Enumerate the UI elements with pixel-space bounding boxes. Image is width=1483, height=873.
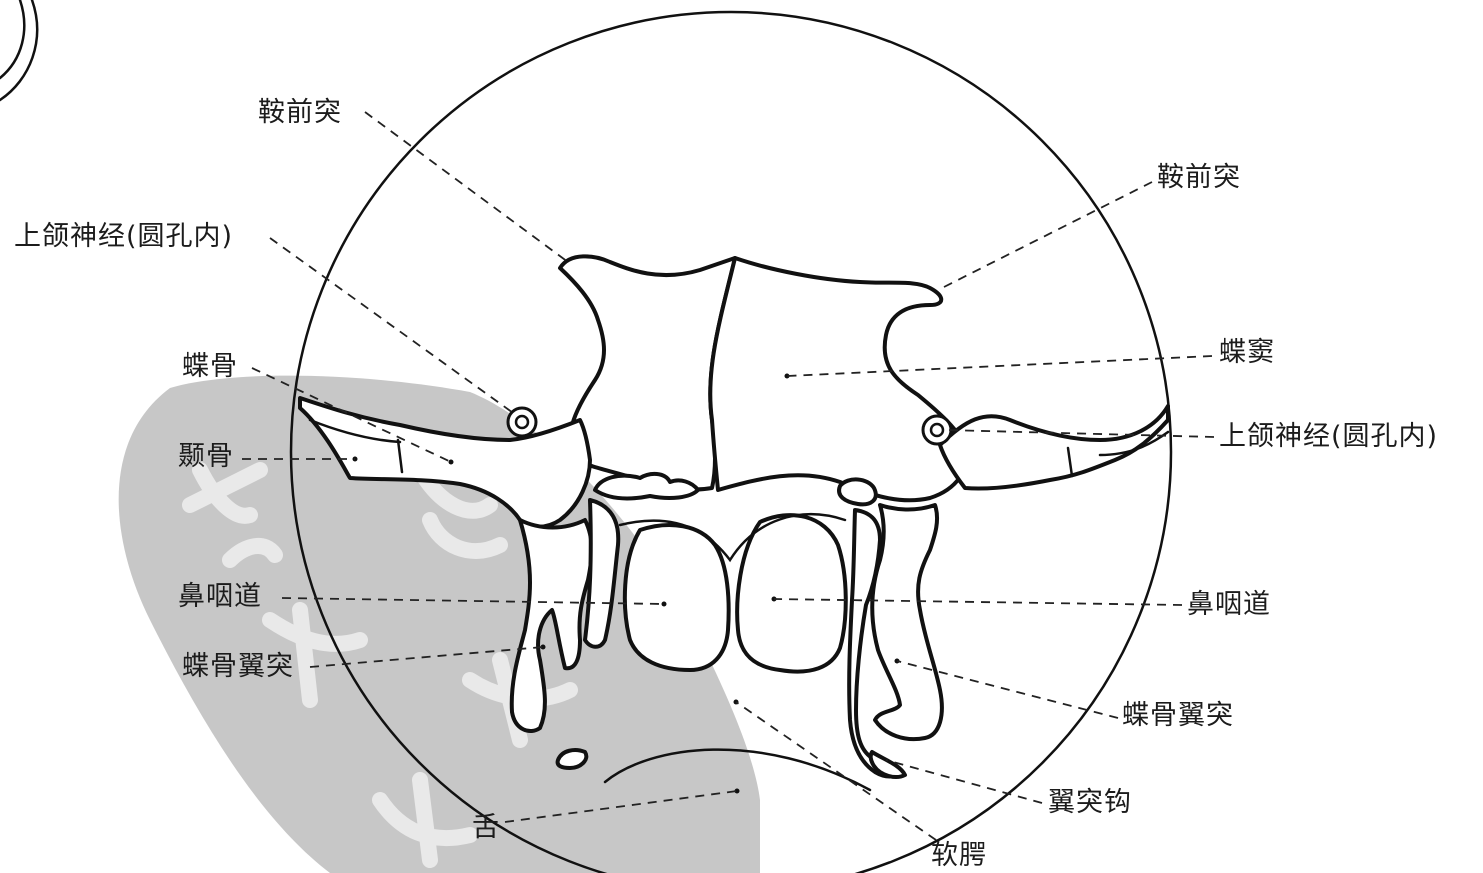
label-nasopharynx-left: 鼻咽道 xyxy=(178,581,262,613)
label-tongue: 舌 xyxy=(472,812,500,844)
corner-circle-arc xyxy=(0,0,37,100)
label-soft-palate: 软腭 xyxy=(931,840,987,872)
corner-circle-arc-inner xyxy=(0,0,24,78)
label-sphenoid-bone: 蝶骨 xyxy=(182,351,238,383)
nodule-right xyxy=(839,479,876,504)
greater-wing-right xyxy=(940,406,1168,489)
label-anterior-clinoid-left: 鞍前突 xyxy=(258,97,342,129)
label-sphenoid-sinus: 蝶窦 xyxy=(1219,337,1275,369)
label-anterior-clinoid-right: 鞍前突 xyxy=(1157,162,1241,194)
label-pterygoid-left: 蝶骨翼突 xyxy=(182,651,294,683)
label-hamulus: 翼突钩 xyxy=(1048,787,1132,819)
foramen-rotundum-left xyxy=(508,408,536,436)
label-pterygoid-right: 蝶骨翼突 xyxy=(1122,700,1234,732)
label-nasopharynx-right: 鼻咽道 xyxy=(1187,589,1271,621)
hamulus-left xyxy=(558,750,587,768)
sphenoid-body-right xyxy=(710,258,966,500)
choana-right xyxy=(737,515,846,671)
label-maxillary-nerve-right: 上颌神经(圆孔内) xyxy=(1219,421,1438,453)
label-maxillary-nerve-left: 上颌神经(圆孔内) xyxy=(14,221,233,253)
choana-left xyxy=(625,525,729,670)
foramen-rotundum-right xyxy=(923,416,951,444)
label-temporal-bone: 颞骨 xyxy=(178,441,234,473)
pterygoid-right-lateral xyxy=(872,505,942,739)
